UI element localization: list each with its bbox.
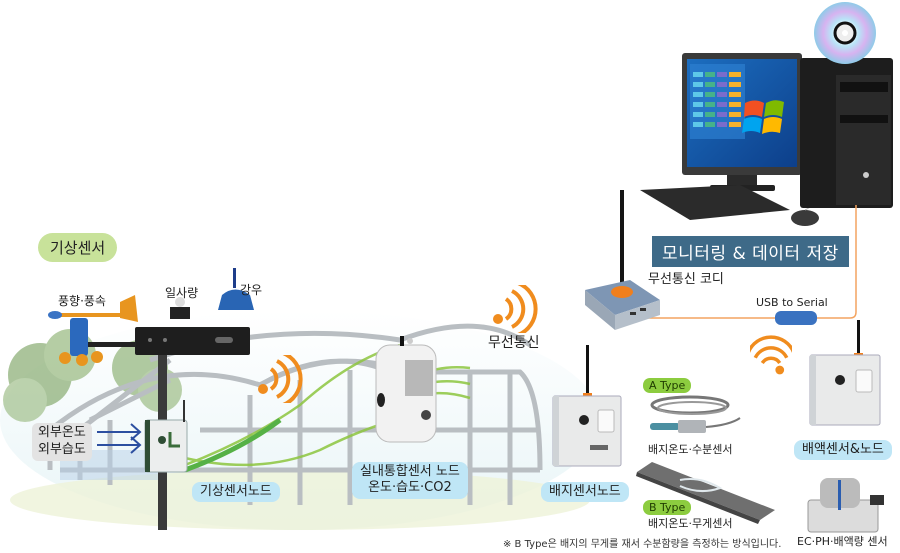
external-temp-label: 외부온도 <box>38 425 86 440</box>
external-inputs-label: 외부온도 외부습도 <box>32 423 92 461</box>
solar-sensor-label: 일사량 <box>165 286 199 300</box>
indoor-node-label-line1: 실내통합센서 노드 <box>360 464 460 479</box>
weather-sensor-title: 기상센서 <box>38 233 118 262</box>
weather-sensor-node-device <box>144 400 188 473</box>
wifi-signal-icon <box>493 285 538 333</box>
usb-label: USB to Serial <box>756 296 828 309</box>
ec-ph-sensor-label: EC·PH·배액량 센서 <box>797 535 888 548</box>
signal-curves <box>184 343 471 467</box>
type-a-sensor-device <box>650 395 741 433</box>
indoor-node-label-line2: 온도·습도·CO2 <box>368 480 452 496</box>
substrate-node-device <box>552 345 622 467</box>
keyboard-and-mouse <box>640 185 822 226</box>
cd-disc <box>814 2 876 64</box>
external-humidity-label: 외부습도 <box>38 441 86 457</box>
type-a-label: 배지온도·수분센서 <box>648 443 733 456</box>
type-b-label: 배지온도·무게센서 <box>648 517 733 530</box>
type-b-sensor-device <box>636 462 775 524</box>
usb-serial-adapter-icon <box>775 311 817 325</box>
indoor-node-label: 실내통합센서 노드 온도·습도·CO2 <box>352 462 468 499</box>
nutrient-node-device <box>809 320 881 426</box>
signal-curve-thick <box>184 417 282 473</box>
input-arrows <box>97 423 142 454</box>
usb-link-line <box>640 205 857 319</box>
type-b-footnote: ※ B Type은 배지의 무게를 재서 수분함량을 측정하는 방식입니다. <box>503 539 782 550</box>
coordinator-label: 무선통신 코디 <box>648 272 724 287</box>
type-b-badge: B Type <box>643 500 692 515</box>
wifi-signal-icon <box>258 355 303 403</box>
windows-logo <box>742 100 784 134</box>
ec-ph-sensor-device <box>807 478 884 533</box>
pc-tower <box>800 58 893 208</box>
type-a-badge: A Type <box>643 378 692 393</box>
substrate-node-label: 배지센서노드 <box>541 482 629 503</box>
monitoring-banner: 모니터링 & 데이터 저장 <box>652 236 849 267</box>
pc-monitor <box>682 53 802 191</box>
wifi-signal-icon <box>750 335 792 375</box>
rain-sensor-label: 강우 <box>240 283 263 297</box>
monitor-app-grid <box>690 64 745 139</box>
indoor-sensor-device <box>375 336 437 443</box>
weather-node-label: 기상센서노드 <box>192 482 280 503</box>
coordinator-device <box>585 190 660 330</box>
nutrient-node-label: 배액센서&노드 <box>794 440 892 461</box>
wireless-label: 무선통신 <box>488 335 540 351</box>
wind-sensor-label: 풍향·풍속 <box>58 294 106 308</box>
